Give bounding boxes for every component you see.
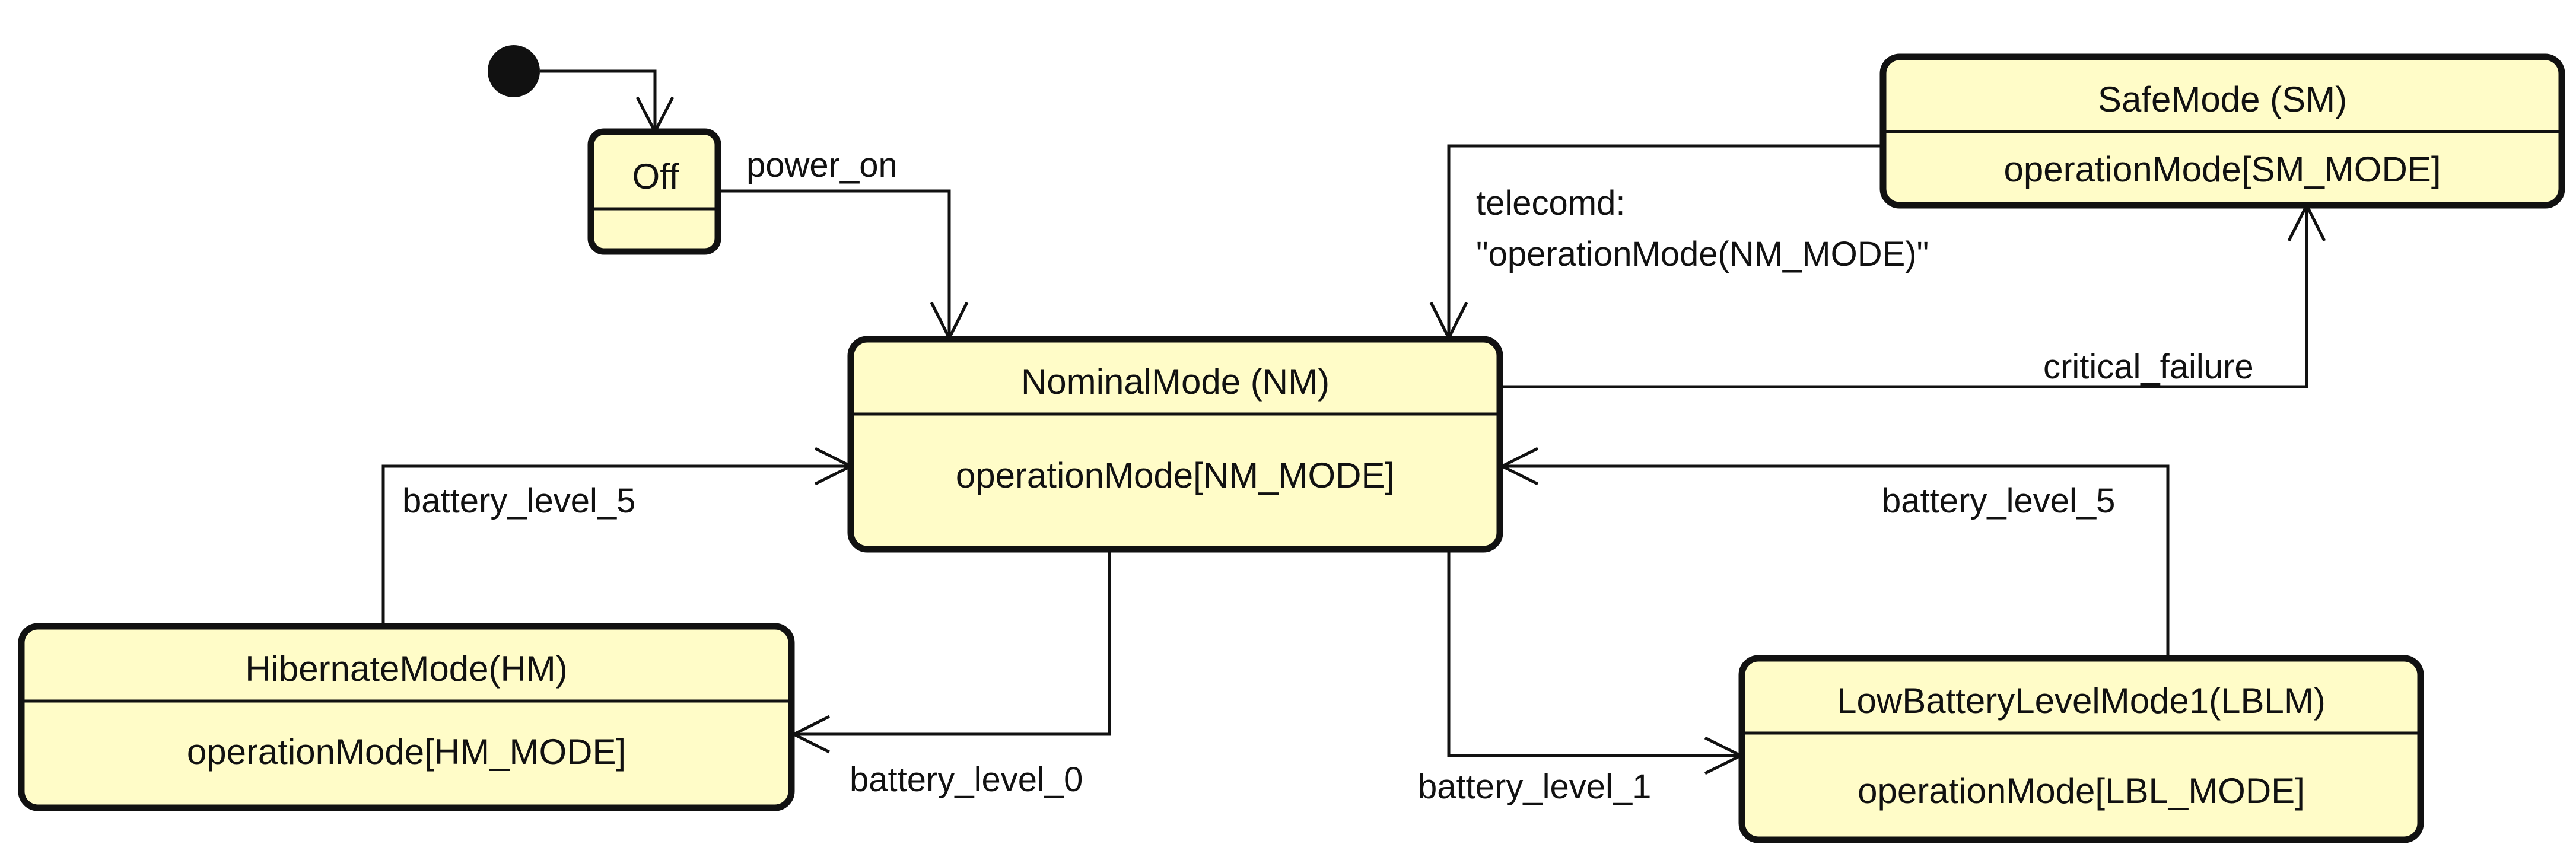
edge-safe-to-nominal	[1447, 144, 1883, 338]
state-nominal-name: NominalMode (NM)	[1021, 362, 1330, 402]
state-hibernate-box	[18, 623, 795, 811]
state-safe-body: operationMode[SM_MODE]	[2004, 149, 2441, 189]
state-safe-mode: SafeMode (SM) operationMode[SM_MODE]	[1879, 53, 2565, 209]
state-lowbattery-body: operationMode[LBL_MODE]	[1858, 771, 2305, 811]
label-telecommand-line1: telecomd:	[1476, 184, 1625, 222]
state-nominal-body: operationMode[NM_MODE]	[956, 456, 1395, 495]
transition-critical-failure: critical_failure	[1499, 202, 2326, 388]
initial-pseudostate	[488, 45, 540, 97]
state-off: Off	[587, 128, 721, 255]
transition-initial-to-off	[488, 45, 675, 135]
state-hibernate-body: operationMode[HM_MODE]	[187, 732, 626, 772]
edge-hibernate-to-nominal	[381, 464, 851, 625]
transition-lowbattery-to-nominal: battery_level_5	[1499, 447, 2170, 658]
label-critical-failure: critical_failure	[2043, 348, 2254, 386]
state-hibernate-mode: HibernateMode(HM) operationMode[HM_MODE]	[18, 623, 795, 811]
state-safe-name: SafeMode (SM)	[2098, 79, 2347, 119]
state-nominal-box	[847, 336, 1503, 553]
state-off-box	[587, 128, 721, 255]
edge-nominal-to-lowbattery	[1447, 550, 1741, 757]
state-lowbattery-name: LowBatteryLevelMode1(LBLM)	[1837, 681, 2326, 721]
label-nm-to-lblm: battery_level_1	[1418, 767, 1651, 806]
state-lowbattery-box	[1738, 655, 2424, 843]
edge-lowbattery-to-nominal	[1502, 464, 2170, 658]
label-lblm-to-nm: battery_level_5	[1882, 482, 2115, 520]
label-telecommand-line2: "operationMode(NM_MODE)"	[1476, 235, 1929, 273]
state-hibernate-name: HibernateMode(HM)	[245, 649, 568, 689]
transition-nominal-to-hibernate: battery_level_0	[790, 550, 1111, 799]
edge-off-to-nominal	[718, 189, 951, 338]
label-nm-to-hm: battery_level_0	[850, 760, 1083, 799]
state-low-battery-mode: LowBatteryLevelMode1(LBLM) operationMode…	[1738, 655, 2424, 843]
transition-telecommand: telecomd: "operationMode(NM_MODE)"	[1429, 144, 1929, 342]
label-hm-to-nm: battery_level_5	[402, 482, 635, 520]
edge-initial-to-off	[540, 69, 657, 132]
transition-hibernate-to-nominal: battery_level_5	[381, 447, 854, 625]
state-nominal-mode: NominalMode (NM) operationMode[NM_MODE]	[847, 336, 1503, 553]
label-power-on: power_on	[746, 146, 898, 184]
edge-nominal-to-hibernate	[794, 550, 1111, 736]
edge-nominal-to-safe	[1499, 205, 2308, 388]
state-off-name: Off	[632, 157, 679, 196]
transition-nominal-to-lowbattery: battery_level_1	[1418, 550, 1744, 806]
transition-power-on: power_on	[718, 146, 969, 342]
